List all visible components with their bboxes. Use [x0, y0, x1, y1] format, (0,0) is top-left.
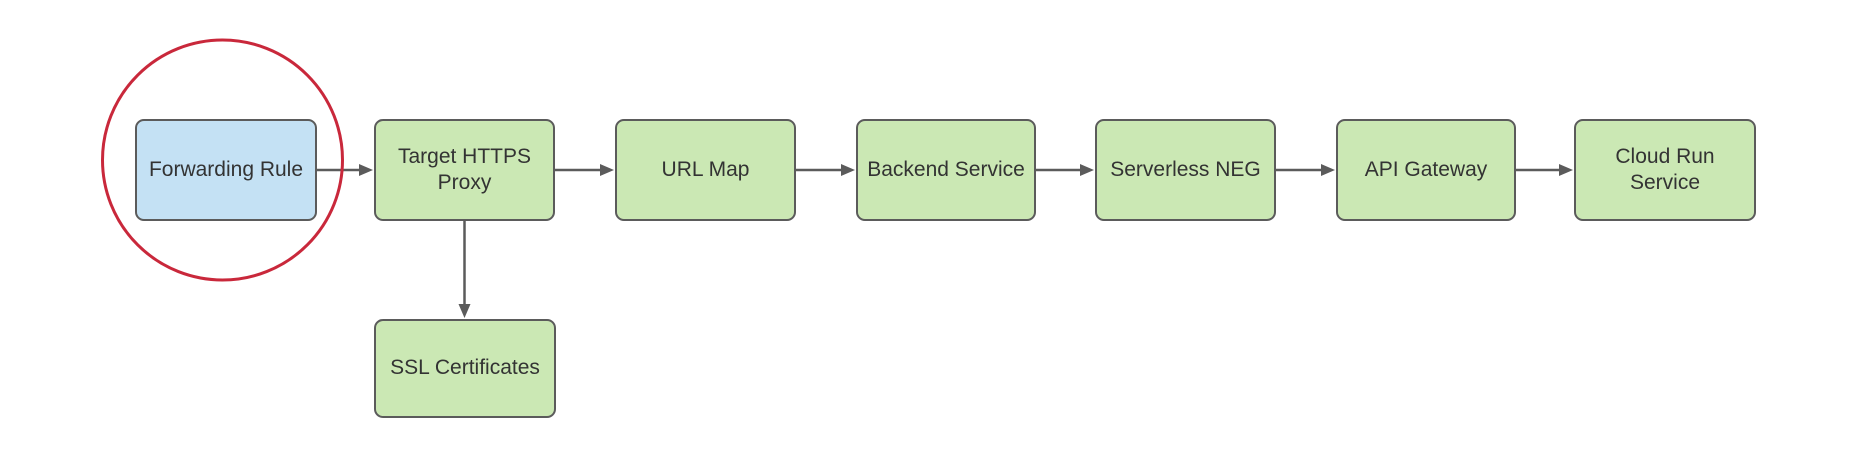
node-api-gateway[interactable]: API Gateway: [1336, 119, 1516, 221]
node-target-https-proxy-label: Target HTTPS Proxy: [397, 144, 532, 194]
node-ssl-certificates-label: SSL Certificates: [390, 356, 540, 380]
node-ssl-certificates[interactable]: SSL Certificates: [374, 319, 556, 418]
highlight-circle: [101, 38, 344, 282]
node-backend-service-label: Backend Service: [867, 157, 1025, 181]
node-url-map[interactable]: URL Map: [615, 119, 796, 221]
node-cloud-run-service-label: Cloud Run Service: [1615, 144, 1715, 194]
node-backend-service[interactable]: Backend Service: [856, 119, 1036, 221]
node-serverless-neg-label: Serverless NEG: [1110, 157, 1261, 181]
node-forwarding-rule[interactable]: Forwarding Rule: [135, 119, 317, 221]
node-cloud-run-service[interactable]: Cloud Run Service: [1574, 119, 1756, 221]
node-forwarding-rule-label: Forwarding Rule: [148, 157, 304, 181]
node-api-gateway-label: API Gateway: [1364, 157, 1488, 181]
node-url-map-label: URL Map: [661, 157, 750, 181]
node-target-https-proxy[interactable]: Target HTTPS Proxy: [374, 119, 555, 221]
node-serverless-neg[interactable]: Serverless NEG: [1095, 119, 1276, 221]
